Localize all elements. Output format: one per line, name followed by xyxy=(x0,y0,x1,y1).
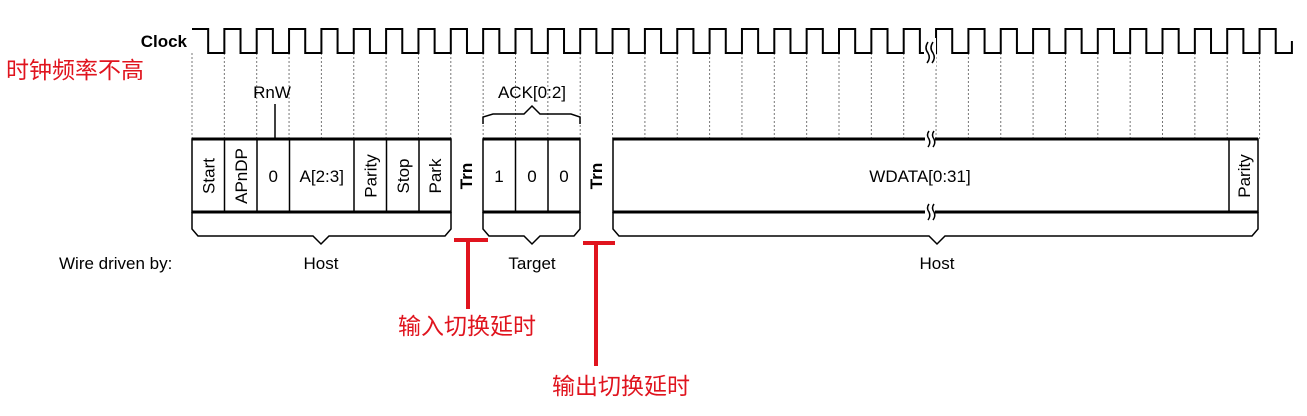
ack-label: ACK[0:2] xyxy=(498,83,566,102)
ack-bit-2: 0 xyxy=(559,167,568,186)
wire-driven-by-caption: Wire driven by: xyxy=(59,254,172,273)
wdata-label: WDATA[0:31] xyxy=(869,167,970,186)
ack-bracket xyxy=(482,104,581,124)
request-field-a-2-3-: A[2:3] xyxy=(300,167,344,186)
clock-note-annotation: 时钟频率不高 xyxy=(6,58,144,84)
output-turnaround-marker xyxy=(583,241,615,366)
request-field-0: 0 xyxy=(269,167,278,186)
request-field-start: Start xyxy=(199,158,218,194)
request-field-stop: Stop xyxy=(394,159,413,194)
ack-packet: 1 0 0 xyxy=(482,137,581,214)
input-turnaround-marker xyxy=(454,238,488,309)
request-field-park: Park xyxy=(426,158,445,193)
ack-bit-0: 1 xyxy=(494,167,503,186)
data-break-icon xyxy=(926,130,936,221)
rnw-label: RnW xyxy=(253,83,291,102)
clock-gridlines xyxy=(191,53,1261,139)
ack-bit-1: 0 xyxy=(527,167,536,186)
turnaround-2-label: Trn xyxy=(587,163,606,189)
clock-waveform xyxy=(192,28,1293,54)
clock-break-icon xyxy=(924,38,936,68)
data-parity-label: Parity xyxy=(1235,154,1254,198)
request-field-parity: Parity xyxy=(361,154,380,198)
clock-label: Clock xyxy=(141,32,188,51)
turnaround-1-label: Trn xyxy=(457,163,476,189)
input-turnaround-annotation: 输入切换延时 xyxy=(398,314,536,340)
host-request-packet: Start APnDP 0 A[2:3] Parity Stop Park xyxy=(191,137,452,214)
request-field-apndp: APnDP xyxy=(232,148,251,204)
driven-by-braces xyxy=(191,212,1259,246)
output-turnaround-annotation: 输出切换延时 xyxy=(552,374,690,400)
wdata-packet: WDATA[0:31] Parity xyxy=(612,130,1259,221)
driver-host-2: Host xyxy=(920,254,955,273)
driver-target: Target xyxy=(508,254,556,273)
driver-host-1: Host xyxy=(304,254,339,273)
